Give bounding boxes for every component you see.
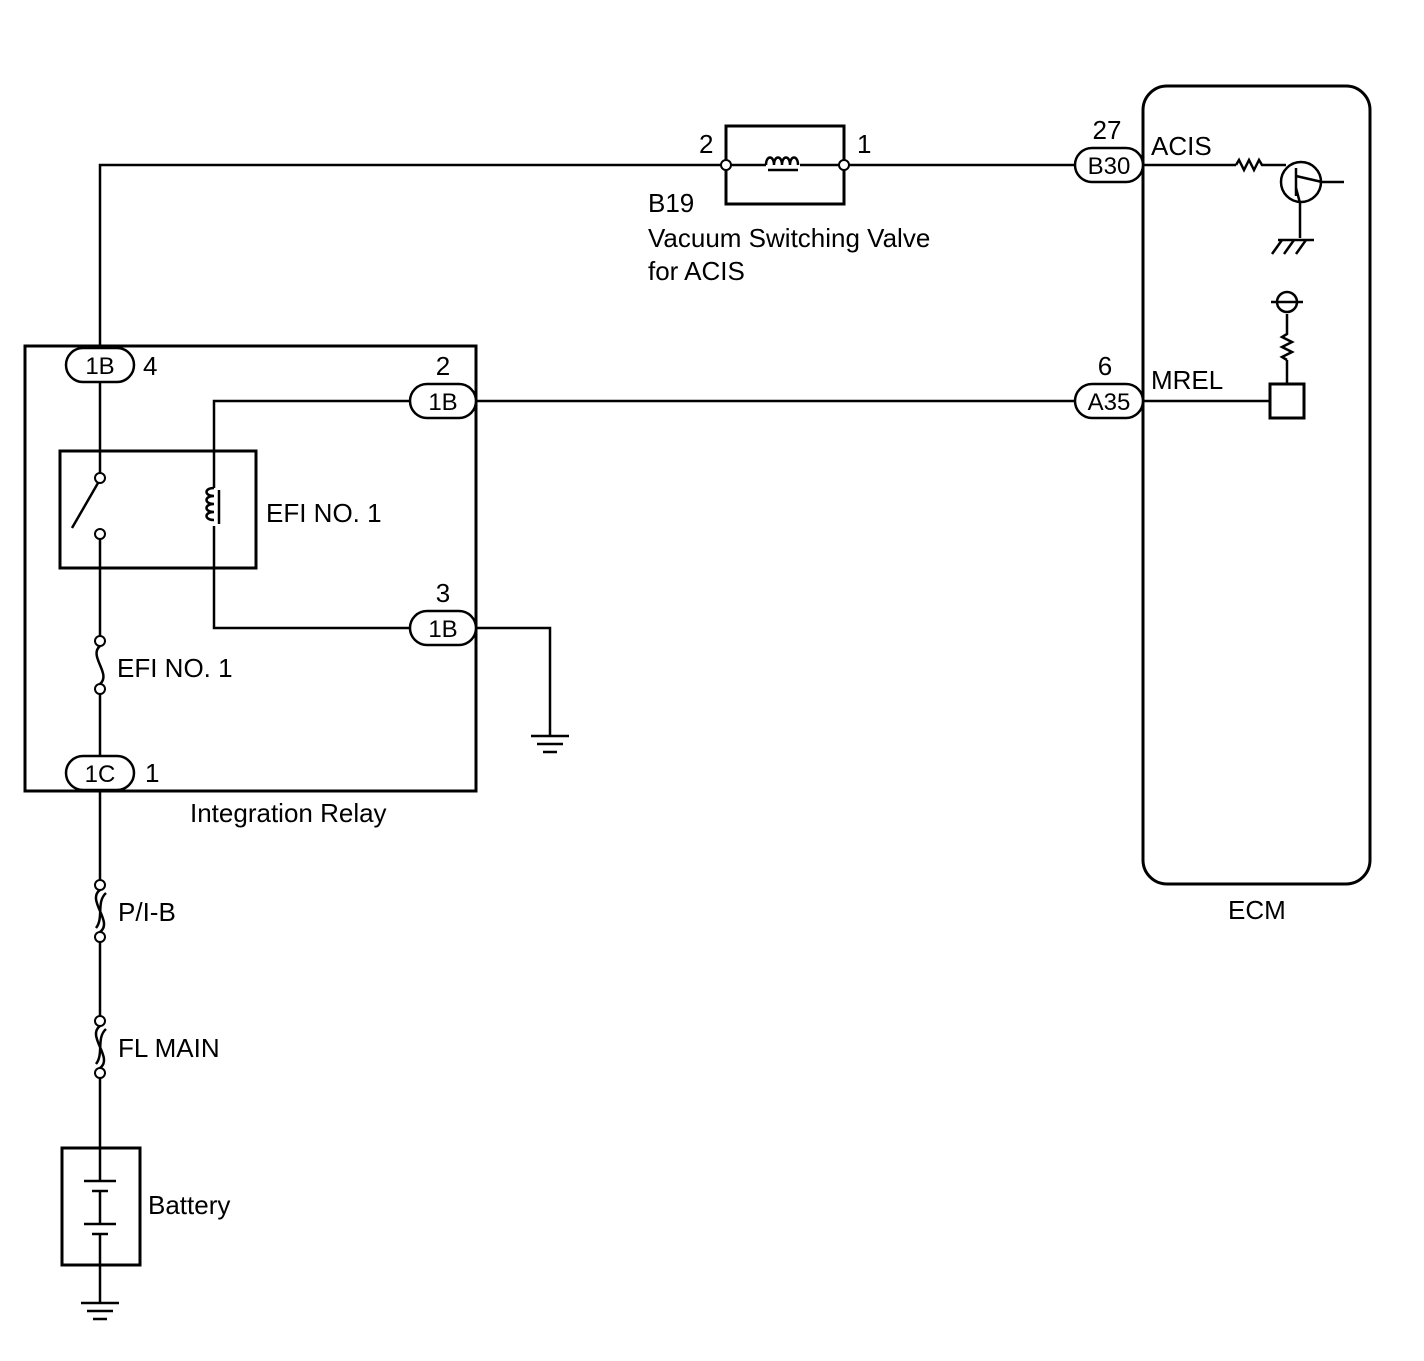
fuse-pib: P/I-B	[94, 879, 176, 943]
integration-relay-box	[23, 344, 478, 793]
connector-b30-label: B30	[1088, 153, 1131, 180]
ecm-transistor-icon	[1279, 160, 1323, 204]
battery-cell-gap-1	[84, 1180, 116, 1192]
ecm: ECM ACIS MREL	[1141, 84, 1372, 925]
connector-a35-pin: 6	[1098, 351, 1112, 381]
vsv-terminal-right	[838, 159, 850, 171]
ecm-box	[1141, 84, 1372, 886]
fuse-fl-main-bottom-terminal	[94, 1067, 106, 1079]
efi-relay-label: EFI NO. 1	[266, 498, 382, 528]
connector-relay-1c-1-pill	[64, 754, 136, 792]
ecm-transistor-emitter	[1294, 187, 1302, 238]
fuse-fl-main-icon-outline	[94, 1028, 107, 1065]
connector-relay-1b-3-pill	[408, 609, 478, 647]
ecm-chassis-ground-icon	[1270, 239, 1308, 255]
connector-b30-pin: 27	[1093, 115, 1122, 145]
connector-relay-1b-2-pill	[408, 382, 478, 420]
relay-coil-wire-bottom	[212, 526, 410, 630]
battery-label: Battery	[148, 1190, 230, 1220]
connector-relay-1b-4: 1B 4	[64, 346, 157, 384]
efi-relay-box	[58, 449, 258, 570]
vsv-coil-icon	[764, 156, 800, 172]
fuse-pib-icon-outline	[94, 892, 107, 929]
vsv-terminal-left	[720, 159, 732, 171]
vsv-pin-right: 1	[857, 129, 871, 159]
ecm-acis-resistor-icon	[1234, 157, 1286, 173]
connector-relay-1c-1-label: 1C	[85, 761, 116, 788]
connector-relay-1b-4-label: 1B	[85, 353, 114, 380]
efi-relay-switch-icon	[70, 482, 100, 529]
ecm-label: ECM	[1228, 895, 1286, 925]
connector-relay-1c-1-pin: 1	[145, 758, 159, 788]
ecm-acis-label: ACIS	[1151, 131, 1212, 161]
connector-relay-1b-3: 1B 3	[408, 578, 478, 647]
vsv-name-line2: for ACIS	[648, 256, 745, 286]
connector-relay-1b-2: 1B 2	[408, 351, 478, 420]
relay-coil-wire-top	[212, 399, 410, 488]
ecm-mrel-pullup-resistor-icon	[1279, 314, 1295, 362]
efi-relay-coil-icon	[205, 486, 221, 524]
efi-fuse-icon	[95, 645, 105, 685]
connector-relay-1b-4-pin: 4	[143, 351, 157, 381]
fuse-fl-main-label: FL MAIN	[118, 1033, 220, 1063]
connector-a35: A35 6	[1073, 351, 1145, 420]
fuse-pib-label: P/I-B	[118, 897, 176, 927]
integration-relay-label: Integration Relay	[190, 798, 387, 828]
ecm-mrel-label: MREL	[1151, 365, 1223, 395]
vsv-pin-left: 2	[699, 129, 713, 159]
battery-cell-gap-2	[84, 1223, 116, 1235]
battery-ground-icon	[81, 1301, 119, 1321]
efi-relay-switch-bottom-terminal	[94, 528, 106, 540]
efi-relay-switch-top-terminal	[94, 472, 106, 484]
relay-ground-icon	[531, 734, 569, 754]
fuse-fl-main-top-terminal	[94, 1015, 106, 1027]
connector-relay-1b-2-pin: 2	[436, 351, 450, 381]
wire-relay-ground	[476, 626, 552, 736]
connector-b30-pill	[1073, 146, 1145, 184]
vsv-b19: 2 1 B19 Vacuum Switching Valve for ACIS	[648, 124, 930, 286]
connector-b30: B30 27	[1073, 115, 1145, 184]
integration-relay: Integration Relay EFI NO. 1 EFI NO. 1	[23, 344, 478, 828]
connector-a35-pill	[1073, 382, 1145, 420]
fuse-fl-main: FL MAIN	[94, 1015, 220, 1079]
fuse-pib-top-terminal	[94, 879, 106, 891]
vsv-id: B19	[648, 188, 694, 218]
connector-relay-1b-4-pill	[64, 346, 136, 384]
connector-relay-1b-3-label: 1B	[428, 616, 457, 643]
ecm-transistor-collector	[1295, 174, 1323, 184]
vsv-name-line1: Vacuum Switching Valve	[648, 223, 930, 253]
wire-relay-to-vsv	[98, 163, 726, 346]
connector-relay-1b-3-pin: 3	[436, 578, 450, 608]
efi-fuse-bottom-terminal	[94, 683, 106, 695]
connector-a35-label: A35	[1088, 389, 1131, 416]
ecm-mrel-input-icon	[1268, 382, 1306, 420]
efi-fuse-top-terminal	[94, 635, 106, 647]
wires	[98, 163, 1075, 1303]
connector-relay-1c-1: 1C 1	[64, 754, 159, 792]
efi-fuse-label: EFI NO. 1	[117, 653, 233, 683]
battery: Battery	[60, 1146, 230, 1267]
fuse-pib-bottom-terminal	[94, 931, 106, 943]
connector-relay-1b-2-label: 1B	[428, 389, 457, 416]
